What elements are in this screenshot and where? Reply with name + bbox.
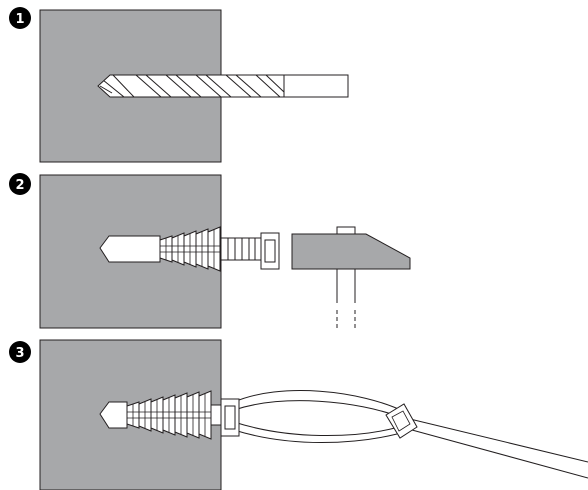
step-1-badge: 1 [9,7,31,29]
step-2: 2 [9,173,411,330]
drill-bit-icon [97,74,349,98]
step-3: 3 [9,339,588,490]
svg-text:2: 2 [15,178,24,193]
svg-text:3: 3 [15,346,24,361]
cable-tie-icon [233,390,588,479]
step-1: 1 [9,7,349,163]
svg-text:1: 1 [15,12,24,27]
hammer-icon [291,226,411,330]
wall-plug-icon [99,390,240,440]
step-2-badge: 2 [9,173,31,195]
wall-plug-icon [99,226,280,272]
step-3-badge: 3 [9,341,31,363]
